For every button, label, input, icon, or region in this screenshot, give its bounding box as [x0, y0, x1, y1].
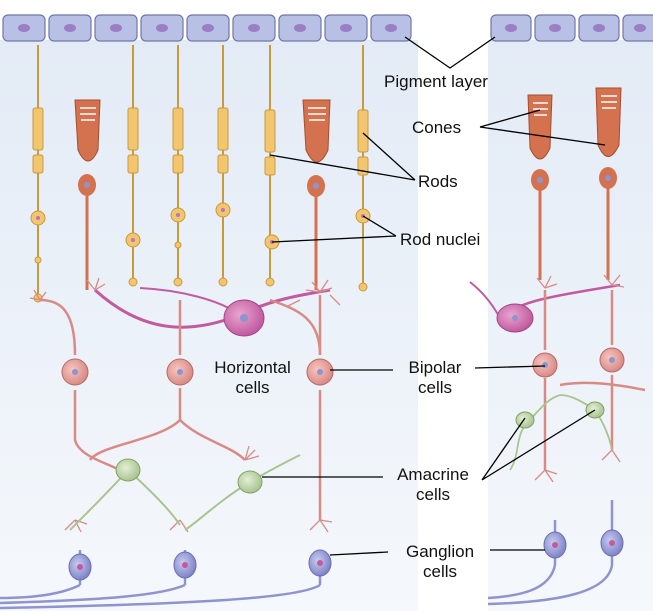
pigment-cell — [490, 14, 532, 42]
rod-cells — [30, 45, 371, 303]
rod — [215, 45, 231, 287]
pigment-cell — [278, 14, 322, 42]
pigment-cell — [94, 14, 138, 42]
leader-pigment-layer — [404, 36, 496, 69]
bipolar-cells — [39, 290, 646, 520]
ganglion-cells — [68, 500, 624, 585]
leader-ganglion-cells — [329, 549, 545, 556]
pigment-cell — [186, 14, 230, 42]
rod — [170, 45, 186, 287]
pigment-cell — [622, 14, 653, 42]
bipolar-cell-bodies — [61, 347, 625, 386]
cone — [74, 99, 101, 290]
label-ganglion-cells: Ganglion cells — [405, 542, 475, 581]
cone — [595, 87, 622, 280]
pigment-cell — [370, 14, 412, 42]
label-rods: Rods — [418, 172, 458, 191]
pigment-cell — [232, 14, 276, 42]
axon-fibers — [0, 564, 614, 610]
rod — [264, 45, 280, 287]
rod — [355, 45, 371, 292]
leader-cones — [479, 109, 606, 146]
label-rod-nuclei: Rod nuclei — [400, 230, 481, 249]
label-bipolar-cells: Bipolar cells — [408, 358, 462, 397]
label-cones: Cones — [412, 118, 462, 137]
cone — [302, 99, 331, 290]
leader-amacrine-cells — [262, 409, 596, 481]
leader-rod-nuclei — [271, 215, 397, 243]
pigment-cell — [48, 14, 92, 42]
pigment-cell — [534, 14, 576, 42]
rod — [125, 45, 141, 287]
pigment-cell — [324, 14, 368, 42]
cone — [527, 94, 553, 280]
label-pigment-layer: Pigment layer — [384, 72, 488, 91]
cone-cells — [74, 87, 622, 290]
label-amacrine-cells: Amacrine cells — [397, 465, 469, 504]
label-horizontal-cells: Horizontal cells — [214, 358, 291, 397]
pigment-cell — [578, 14, 620, 42]
pigment-layer-cells — [2, 14, 653, 42]
pigment-cell — [2, 14, 46, 42]
pigment-cell — [140, 14, 184, 42]
rod — [30, 45, 46, 303]
leader-bipolar-cells — [330, 365, 546, 371]
leader-lines — [262, 36, 606, 556]
amacrine-cells — [69, 394, 613, 531]
leader-rods — [269, 132, 416, 181]
